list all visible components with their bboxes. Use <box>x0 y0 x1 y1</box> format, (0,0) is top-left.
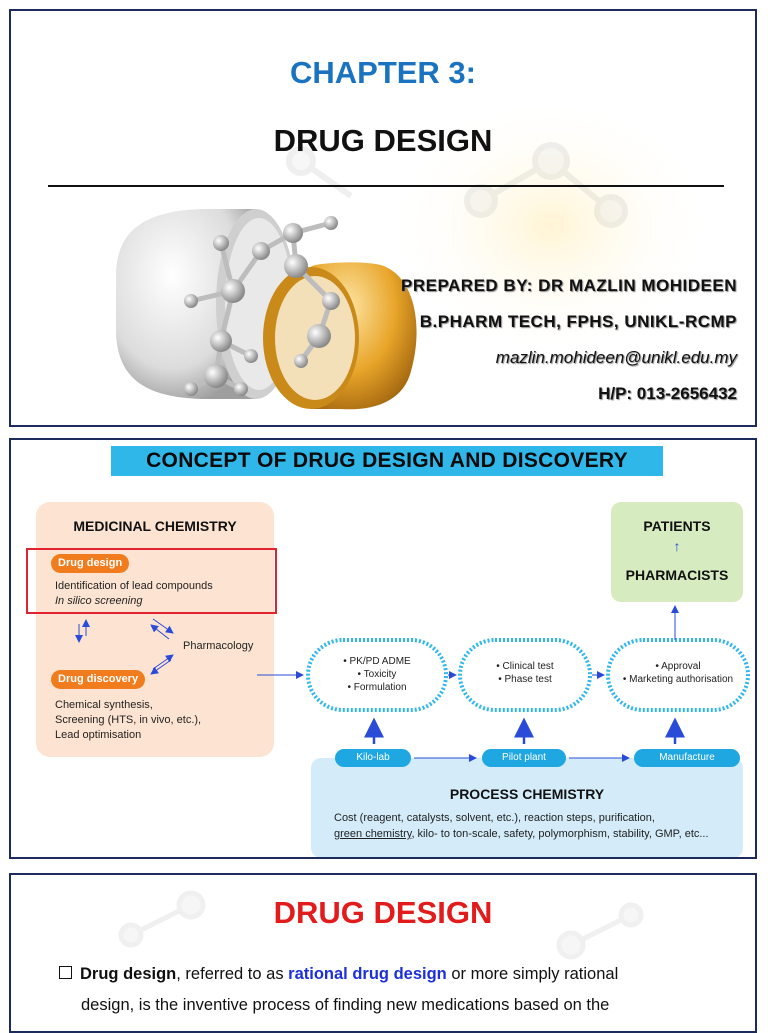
process-chemistry-desc-1: Cost (reagent, catalysts, solvent, etc.)… <box>334 812 655 824</box>
author-phone: H/P: 013-2656432 <box>598 384 737 403</box>
flow-diagram-connectors <box>75 605 750 762</box>
prepared-by: PREPARED BY: DR MAZLIN MOHIDEEN <box>401 276 737 295</box>
process-chemistry-desc-2: green chemistry, kilo- to ton-scale, saf… <box>334 827 709 842</box>
manufacture-badge: Manufacture <box>634 749 740 767</box>
chapter-heading: CHAPTER 3: <box>289 55 476 90</box>
affiliation: B.PHARM TECH, FPHS, UNIKL-RCMP <box>419 312 737 331</box>
drug-discovery-desc-3: Lead optimisation <box>55 729 142 741</box>
drug-design-term: Drug design <box>80 965 177 983</box>
drug-design-slide: DRUG DESIGN Drug design, referred to as … <box>9 873 757 1033</box>
process-chemistry-desc-2-rest: , kilo- to ton-scale, safety, polymorphi… <box>411 828 709 840</box>
drug-design-badge: Drug design <box>51 554 130 573</box>
checkbox-bullet-icon <box>59 966 72 979</box>
title-slide: CHAPTER 3: DRUG DESIGN PREPARED BY: DR M… <box>9 9 757 427</box>
up-arrow-icon: ↑ <box>673 538 681 554</box>
concept-title: CONCEPT OF DRUG DESIGN AND DISCOVERY <box>111 446 663 476</box>
drug-design-highlight-box <box>26 548 277 614</box>
patients-panel <box>611 502 743 602</box>
pilot-plant-badge: Pilot plant <box>482 749 566 767</box>
definition-line-1: Drug design, referred to as rational dru… <box>59 959 711 990</box>
drug-discovery-desc-2: Screening (HTS, in vivo, etc.), <box>55 714 202 726</box>
pharmacology-label: Pharmacology <box>183 640 254 652</box>
drug-design-desc-2: In silico screening <box>55 595 143 607</box>
definition-line-2: design, is the inventive process of find… <box>81 996 610 1014</box>
kilo-lab-badge: Kilo-lab <box>335 749 411 767</box>
patients-label: PATIENTS <box>643 518 711 534</box>
faded-molecule-background <box>118 890 644 960</box>
stage-approval: • Approval • Marketing authorisation <box>622 661 734 685</box>
drug-discovery-desc-1: Chemical synthesis, <box>55 699 153 711</box>
stage-preclinical: • PK/PD ADME • Toxicity • Formulation <box>343 656 411 693</box>
rational-drug-design-term: rational drug design <box>288 965 447 983</box>
drug-discovery-badge: Drug discovery <box>51 670 146 689</box>
medicinal-chemistry-heading: MEDICINAL CHEMISTRY <box>73 518 237 534</box>
process-chemistry-panel <box>311 758 743 857</box>
title-divider <box>48 185 724 187</box>
stage-clinical: • Clinical test • Phase test <box>496 661 554 685</box>
concept-slide: CONCEPT OF DRUG DESIGN AND DISCOVERY MED… <box>9 438 757 859</box>
green-chemistry-term: green chemistry <box>334 828 412 840</box>
drug-design-title: DRUG DESIGN <box>273 895 493 930</box>
drug-design-desc-1: Identification of lead compounds <box>55 580 213 592</box>
stage-capsule-1 <box>306 638 448 712</box>
pharmacists-label: PHARMACISTS <box>625 567 729 583</box>
process-chemistry-heading: PROCESS CHEMISTRY <box>449 786 605 802</box>
slide-title: DRUG DESIGN <box>273 123 493 158</box>
stage-capsule-2 <box>458 638 592 712</box>
author-email: mazlin.mohideen@unikl.edu.my <box>495 348 737 367</box>
capsule-molecule-illustration <box>116 106 701 410</box>
drug-design-definition: Drug design, referred to as rational dru… <box>59 959 711 1021</box>
stage-capsule-3 <box>606 638 750 712</box>
